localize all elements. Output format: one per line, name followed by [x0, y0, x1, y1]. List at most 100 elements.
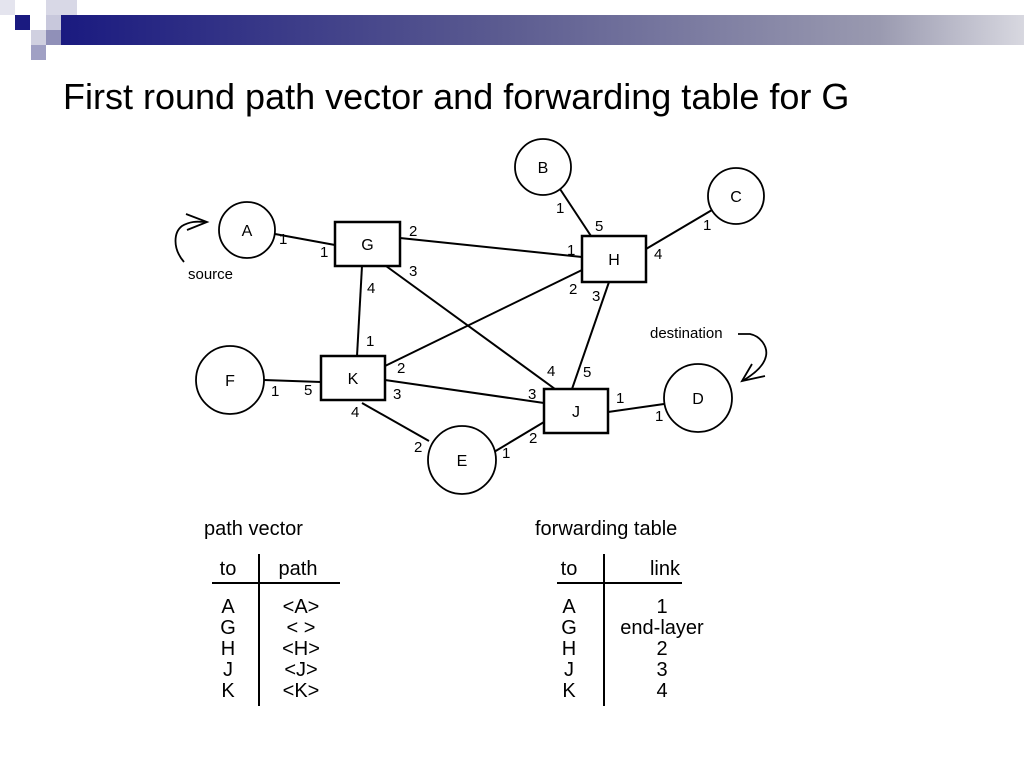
- port-label-g: 4: [367, 280, 375, 297]
- router-g: [333, 220, 402, 268]
- port-label-k: 4: [351, 404, 359, 421]
- path-vector-path-cell: <J>: [284, 659, 318, 681]
- router-h: [580, 234, 648, 284]
- port-label-j: 1: [616, 390, 624, 407]
- link-a-g: [274, 233, 336, 246]
- forwarding-table-header-to: to: [560, 558, 578, 580]
- forwarding-table-to-cell: A: [562, 596, 576, 618]
- link-g-h: [399, 237, 583, 258]
- host-c: [707, 167, 765, 225]
- header-gradient-bar: [61, 15, 1024, 45]
- forwarding-table-link-cell: 1: [656, 596, 668, 618]
- forwarding-table-header-link: link: [649, 558, 680, 580]
- forwarding-table-link-cell: end-layer: [620, 617, 704, 639]
- source-arrowhead-icon: [185, 213, 210, 231]
- forwarding-table-to-cell: G: [561, 617, 577, 639]
- host-label-a: A: [242, 223, 253, 240]
- port-label-d: 1: [655, 408, 663, 425]
- path-vector-header-path: path: [278, 558, 318, 580]
- port-label-h: 5: [595, 218, 603, 235]
- link-g-k: [356, 265, 363, 357]
- forwarding-table-to-cell: K: [562, 680, 576, 702]
- link-h-k: [384, 269, 583, 367]
- port-label-b: 1: [556, 200, 564, 217]
- port-label-g: 3: [409, 263, 417, 280]
- host-a: [218, 201, 276, 259]
- router-j: [542, 387, 610, 435]
- path-vector-to-cell: A: [221, 596, 235, 618]
- path-vector-path-cell: <K>: [282, 680, 320, 702]
- host-d: [663, 363, 733, 433]
- link-g-j: [385, 265, 556, 390]
- path-vector-path-cell: < >: [286, 617, 316, 639]
- destination-arrowhead-icon: [740, 363, 766, 383]
- host-label-c: C: [730, 189, 742, 206]
- host-label-e: E: [457, 453, 468, 470]
- link-h-j: [571, 281, 610, 390]
- host-e: [427, 425, 497, 495]
- path-vector-to-cell: J: [223, 659, 233, 681]
- port-label-e: 1: [502, 445, 510, 462]
- destination-label: destination: [650, 325, 723, 342]
- forwarding-table-caption: forwarding table: [535, 518, 678, 540]
- link-b-h: [559, 188, 592, 237]
- link-c-h: [645, 209, 713, 250]
- forwarding-table-to-cell: H: [561, 638, 577, 660]
- port-label-g: 2: [409, 223, 417, 240]
- slide-title: First round path vector and forwarding t…: [63, 76, 850, 117]
- router-label-k: K: [348, 371, 359, 388]
- link-k-e: [361, 402, 430, 442]
- port-label-f: 1: [271, 383, 279, 400]
- forwarding-table-link-cell: 3: [656, 659, 668, 681]
- path-vector-caption: path vector: [204, 518, 303, 540]
- port-label-h: 3: [592, 288, 600, 305]
- path-vector-path-cell: <H>: [282, 638, 320, 660]
- port-label-k: 1: [366, 333, 374, 350]
- forwarding-table-link-cell: 4: [656, 680, 668, 702]
- port-label-k: 2: [397, 360, 405, 377]
- link-f-k: [263, 379, 322, 383]
- header-decoration: [0, 0, 1024, 60]
- port-label-j: 4: [547, 363, 555, 380]
- port-label-c: 1: [703, 217, 711, 234]
- port-label-j: 2: [529, 430, 537, 447]
- router-label-h: H: [608, 252, 620, 269]
- forwarding-table-to-cell: J: [564, 659, 574, 681]
- forwarding-table-link-cell: 2: [656, 638, 668, 660]
- source-arrow-icon: [174, 220, 207, 263]
- port-label-k: 3: [393, 386, 401, 403]
- port-label-a: 1: [279, 231, 287, 248]
- host-label-b: B: [538, 160, 549, 177]
- source-label: source: [188, 266, 233, 283]
- port-label-h: 4: [654, 246, 662, 263]
- port-label-k: 5: [304, 382, 312, 399]
- port-label-h: 1: [567, 242, 575, 259]
- path-vector-path-cell: <A>: [282, 596, 320, 618]
- path-vector-to-cell: H: [220, 638, 236, 660]
- router-label-j: J: [572, 404, 580, 421]
- router-label-g: G: [361, 237, 373, 254]
- port-label-g: 1: [320, 244, 328, 261]
- path-vector-path-column: <A>< ><H><J><K>: [266, 597, 336, 702]
- host-f: [195, 345, 265, 415]
- host-label-f: F: [225, 373, 235, 390]
- link-k-j: [384, 379, 545, 404]
- port-label-j: 3: [528, 386, 536, 403]
- path-vector-to-cell: K: [221, 680, 235, 702]
- host-b: [514, 138, 572, 196]
- link-e-j: [493, 421, 545, 453]
- router-k: [319, 354, 387, 402]
- port-label-h: 2: [569, 281, 577, 298]
- port-label-j: 5: [583, 364, 591, 381]
- port-label-e: 2: [414, 439, 422, 456]
- link-j-d: [607, 403, 665, 413]
- host-label-d: D: [692, 391, 704, 408]
- path-vector-header-to: to: [219, 558, 237, 580]
- destination-arrow-icon: [738, 333, 768, 381]
- path-vector-to-cell: G: [220, 617, 236, 639]
